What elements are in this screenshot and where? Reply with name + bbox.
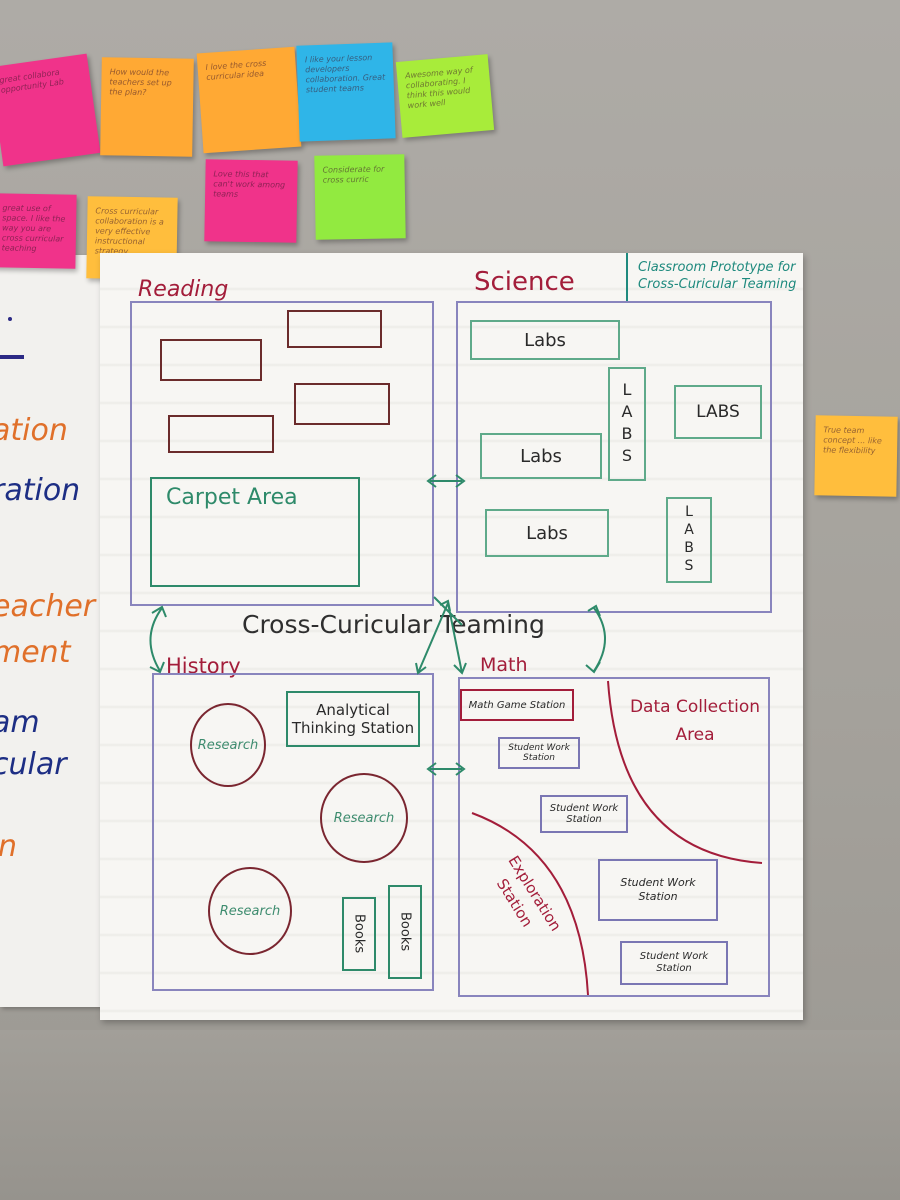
poster-word-4: ment — [0, 635, 71, 670]
labs-label: Labs — [526, 522, 568, 544]
reading-desk — [168, 415, 274, 453]
research-station: Research — [190, 703, 266, 787]
math-game-station: Math Game Station — [460, 689, 574, 721]
labs-label: Labs — [524, 329, 566, 351]
books-shelf: Books — [342, 897, 376, 971]
sticky-note: I love the cross curricular idea — [196, 46, 302, 154]
reading-zone — [130, 301, 434, 606]
student-work-label: Student Work Station — [508, 743, 570, 763]
sticky-note: great use of space. I like the way you a… — [0, 193, 77, 269]
sticky-note: Love this that can't work among teams — [204, 159, 298, 243]
poster-word-7: n — [0, 829, 17, 864]
poster-dot — [8, 317, 12, 321]
poster-word-5: am — [0, 705, 40, 740]
sticky-note: Awesome way of collaborating. I think th… — [395, 54, 495, 138]
labs-station: Labs — [485, 509, 609, 557]
student-work-label: Student Work Station — [639, 951, 709, 974]
labs-station: Labs — [480, 433, 602, 479]
exploration-arc — [471, 812, 589, 996]
labs-label: Labs — [520, 445, 562, 467]
chart-paper: Classroom Prototype for Cross-Curicular … — [100, 253, 803, 1020]
sticky-note: great collabora opportunity Lab — [0, 53, 101, 167]
labs-station: LABS — [674, 385, 762, 439]
analytical-label: Analytical Thinking Station — [291, 701, 415, 737]
labs-label: LABS — [696, 402, 740, 422]
labs-station: Labs — [470, 320, 620, 360]
research-station: Research — [208, 867, 292, 955]
wall-lower-area — [0, 1030, 900, 1200]
research-label: Research — [197, 737, 259, 753]
student-work-station: Student Work Station — [540, 795, 628, 833]
math-game-label: Math Game Station — [468, 699, 566, 711]
center-label: Cross-Curicular Teaming — [242, 610, 545, 639]
poster-word-1: ation — [0, 413, 68, 448]
science-heading: Science — [474, 267, 575, 297]
labs-vertical-station: LABS — [666, 497, 712, 583]
sticky-note: Considerate for cross curric — [314, 154, 406, 240]
student-work-station: Student Work Station — [598, 859, 718, 921]
math-zone — [458, 677, 770, 997]
labs-vertical-label: LABS — [681, 504, 697, 576]
chart-title: Classroom Prototype for Cross-Curicular … — [638, 260, 797, 292]
chart-strokes — [149, 474, 763, 996]
poster-word-3: eacher — [0, 589, 96, 624]
science-zone — [456, 301, 772, 613]
reading-heading: Reading — [138, 277, 229, 302]
carpet-area: Carpet Area — [150, 477, 360, 587]
research-station: Research — [320, 773, 408, 863]
sticky-note: I like your lesson developers collaborat… — [296, 42, 396, 142]
poster-word-2: ration — [0, 473, 81, 508]
student-work-station: Student Work Station — [498, 737, 580, 769]
labs-vertical-station: LABS — [608, 367, 646, 481]
research-label: Research — [219, 903, 281, 919]
analytical-thinking-station: Analytical Thinking Station — [286, 691, 420, 747]
reading-desk — [287, 310, 382, 348]
books-label: Books — [351, 914, 367, 954]
history-zone — [152, 673, 434, 991]
data-collection-arc — [607, 680, 763, 864]
connector-arrows — [149, 474, 606, 776]
books-label: Books — [397, 912, 413, 952]
math-heading: Math — [480, 654, 528, 676]
reading-desk — [160, 339, 262, 381]
data-collection-label: Data Collection Area — [629, 697, 761, 745]
sticky-note: How would the teachers set up the plan? — [100, 57, 194, 157]
carpet-area-label: Carpet Area — [166, 485, 298, 510]
poster-underline — [0, 355, 24, 359]
student-work-label: Student Work Station — [549, 803, 619, 825]
sticky-note: True team concept ... like the flexibili… — [814, 415, 898, 497]
poster-word-6: cular — [0, 747, 67, 782]
student-work-label: Student Work Station — [620, 876, 696, 903]
title-divider — [626, 253, 628, 301]
labs-vertical-label: LABS — [617, 380, 637, 468]
books-shelf: Books — [388, 885, 422, 979]
research-label: Research — [333, 810, 395, 826]
student-work-station: Student Work Station — [620, 941, 728, 985]
reading-desk — [294, 383, 390, 425]
